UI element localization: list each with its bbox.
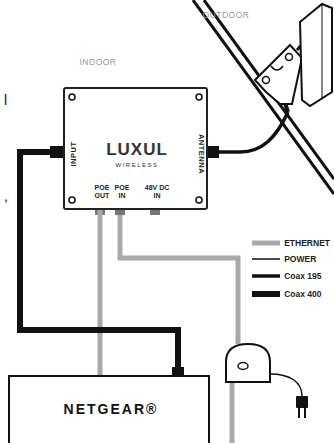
cut-text: , (4, 189, 8, 203)
port-label: ANTENNA (197, 134, 205, 174)
port-label: INPUT (70, 142, 78, 167)
zone-label: OUTDOOR (203, 11, 250, 20)
legend-sample (252, 258, 280, 260)
bracket-hole (286, 54, 293, 61)
injector-led (238, 363, 248, 370)
legend-line (252, 287, 280, 301)
poe-in-port (115, 210, 125, 215)
mount-hole (69, 94, 75, 100)
legend-entry: ETHERNET (252, 236, 330, 250)
ethernet-cable (120, 215, 238, 344)
legend-text: ETHERNET (284, 238, 330, 248)
plug-prong (304, 408, 306, 418)
antenna-edge (322, 4, 323, 98)
mount-hole (69, 197, 75, 203)
legend-sample (252, 291, 280, 297)
mount-hole (196, 197, 202, 203)
ethernet-connector (98, 210, 103, 375)
legend-entry: POWER (252, 252, 316, 266)
port-label: POE OUT (95, 184, 110, 199)
antenna-port (208, 146, 219, 158)
legend-sample (252, 274, 280, 278)
router-box: NETGEAR® (8, 375, 210, 443)
legend-text: POWER (284, 254, 316, 264)
legend-line (252, 236, 280, 250)
legend-line (252, 252, 280, 266)
legend-entry: Coax 195 (252, 269, 321, 283)
port-label: POE IN (115, 184, 130, 199)
antenna-bracket (255, 45, 302, 104)
legend-text: Coax 195 (284, 271, 321, 281)
coax-195-cable (218, 112, 288, 152)
zone-label: INDOOR (80, 58, 117, 67)
dc-in-port (150, 210, 160, 215)
brand-subtitle: WIRELESS (115, 162, 158, 169)
mount-hole (196, 94, 202, 100)
wall-line (193, 0, 334, 194)
port-label: 48V DC IN (144, 184, 170, 199)
power-cord (270, 374, 302, 396)
plug-prong (298, 408, 300, 418)
ethernet-cable (230, 382, 235, 443)
bracket-hole (263, 77, 270, 84)
legend-sample (252, 241, 280, 246)
poe-injector (226, 344, 270, 382)
splitter-box: LUXUL WIRELESS INPUT ANTENNA POE OUT POE IN 48… (63, 87, 208, 210)
power-plug (296, 396, 308, 408)
legend-entry: Coax 400 (252, 287, 321, 301)
bracket-slot (271, 66, 283, 70)
antenna-panel (300, 4, 332, 106)
cut-text: l (4, 93, 7, 107)
router-brand: NETGEAR® (64, 402, 159, 417)
wall-line (204, 0, 334, 179)
brand-name: LUXUL (106, 141, 168, 160)
legend-text: Coax 400 (284, 289, 321, 299)
legend-line (252, 269, 280, 283)
coax-400-connector (20, 152, 178, 375)
